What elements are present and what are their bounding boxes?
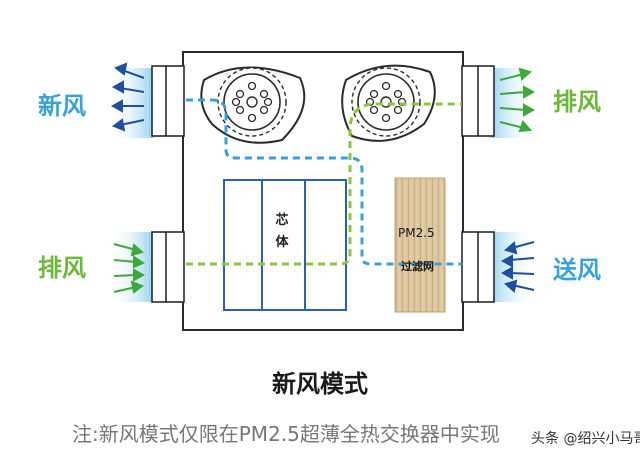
arrows-bottom-right (500, 241, 535, 293)
core-label: 芯 体 (275, 213, 289, 250)
supply-air-label: 送风 (553, 256, 601, 284)
exhaust-air-path (186, 102, 462, 266)
fresh-air-inlet-label: 新风 (38, 92, 86, 120)
port-top-left (151, 65, 185, 137)
diagram-title: 新风模式 (272, 370, 368, 398)
exchanger-core (223, 179, 347, 311)
arrows-bottom-left (113, 243, 146, 294)
filter-pm-label: PM2.5 (398, 226, 435, 240)
port-top-right (461, 65, 495, 137)
footnote: 注:新风模式仅限在PM2.5超薄全热交换器中实现 (72, 422, 500, 446)
watermark: 头条 @绍兴小马哥 (527, 428, 640, 448)
arrows-top-right (499, 67, 536, 133)
return-air-label: 排风 (553, 88, 601, 116)
exhaust-outlet-label: 排风 (38, 254, 86, 282)
arrows-top-left (110, 62, 145, 132)
port-bottom-left (151, 231, 185, 303)
fan-left (200, 66, 306, 144)
pm25-filter (394, 177, 446, 313)
filter-name-label: 过滤网 (401, 260, 434, 273)
port-bottom-right (461, 231, 495, 303)
fresh-air-path (186, 98, 462, 266)
